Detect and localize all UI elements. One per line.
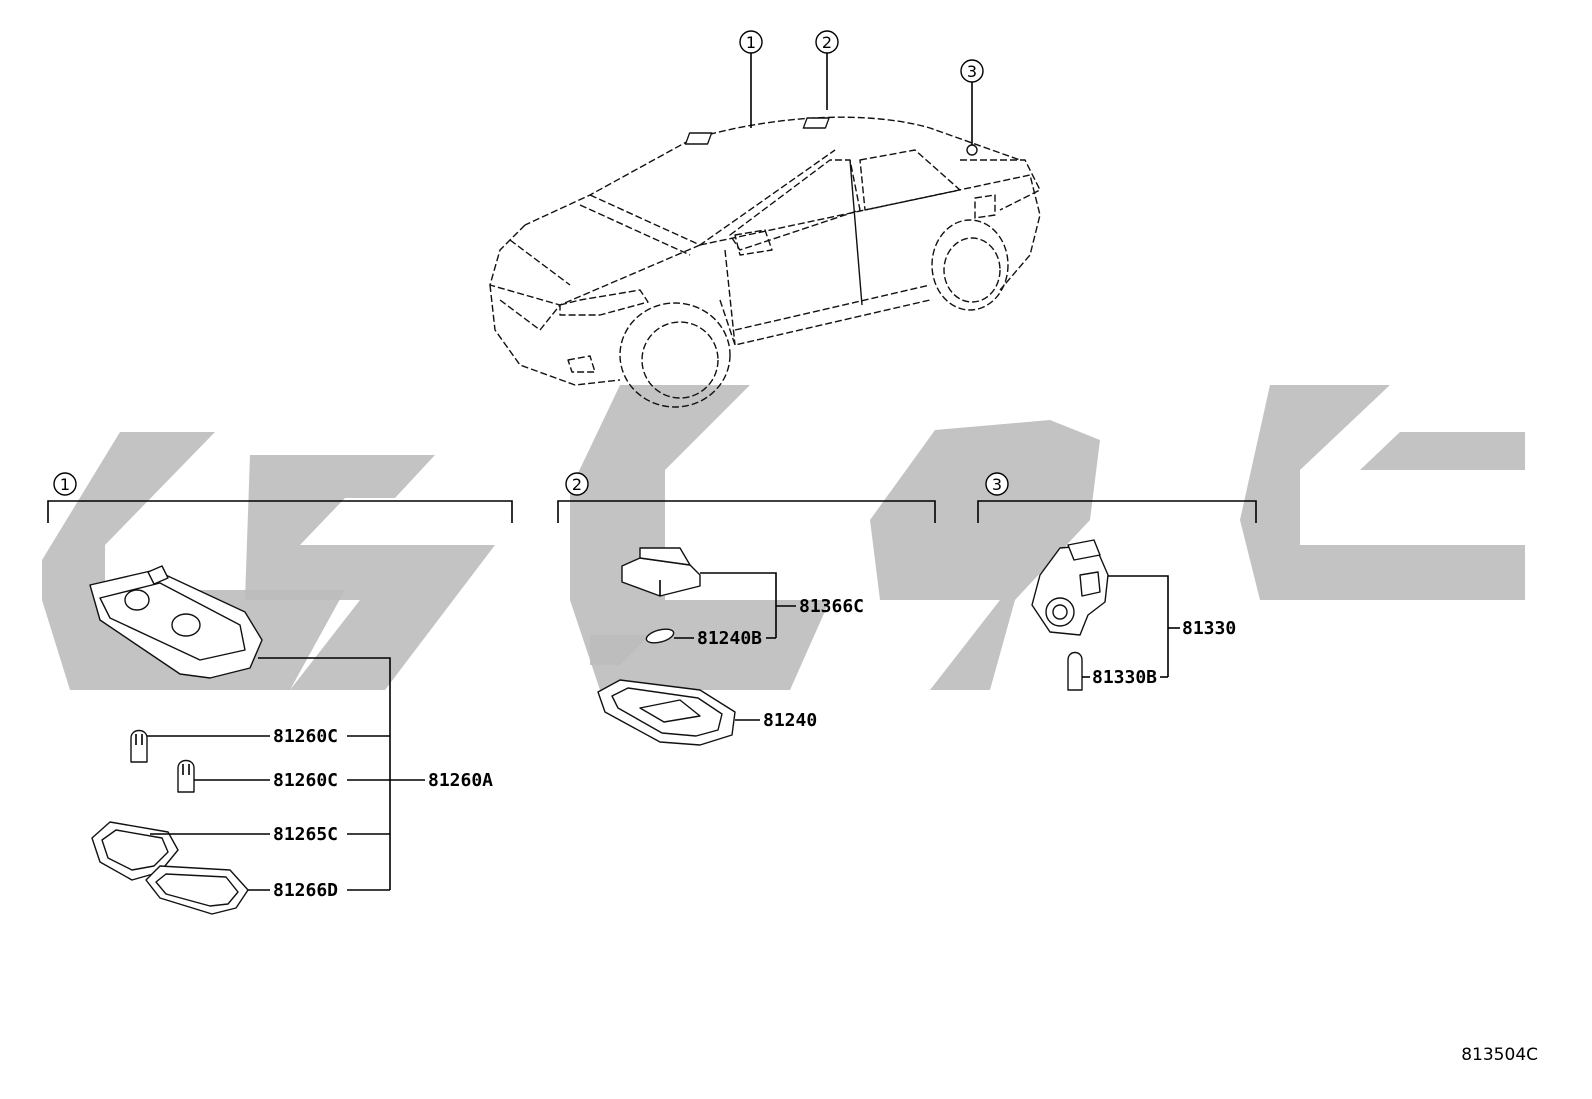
lens-1 xyxy=(91,821,179,881)
bulb-icon xyxy=(177,759,195,793)
car-callout-3: 3 xyxy=(960,59,984,145)
part-number-81265c: 81265C xyxy=(273,824,338,845)
callout-number: 3 xyxy=(967,62,977,81)
part-number-81330b: 81330B xyxy=(1092,667,1157,688)
group-2-parts: 81366C 81240B 81240 xyxy=(597,547,864,746)
lamp-module xyxy=(621,547,701,597)
bulb-icon xyxy=(645,628,675,644)
bulb-icon xyxy=(130,729,148,763)
group-number: 1 xyxy=(60,475,70,494)
part-number-81366c: 81366C xyxy=(799,596,864,617)
callout-number: 2 xyxy=(822,33,832,52)
group-bracket-2: 2 xyxy=(557,472,936,523)
group-number: 3 xyxy=(992,475,1002,494)
roof-lamp-marker-1 xyxy=(684,132,713,145)
part-number-81260c-2: 81260C xyxy=(273,770,338,791)
bulb-icon xyxy=(1067,651,1083,691)
watermark-logo xyxy=(42,385,1525,690)
group-bracket-1: 1 xyxy=(47,472,513,523)
part-number-81240: 81240 xyxy=(763,710,817,731)
group-bracket-3: 3 xyxy=(977,472,1257,523)
lamp-lens xyxy=(597,679,736,746)
lens-2 xyxy=(145,865,249,915)
dome-lamp-housing xyxy=(89,565,263,679)
callout-number: 1 xyxy=(746,33,756,52)
part-number-81330: 81330 xyxy=(1182,618,1236,639)
part-number-81266d: 81266D xyxy=(273,880,338,901)
car-illustration xyxy=(489,116,1041,408)
car-callout-1: 1 xyxy=(739,30,763,128)
trunk-lamp-assembly xyxy=(1031,539,1109,636)
part-number-81260a: 81260A xyxy=(428,770,493,791)
roof-lamp-marker-2 xyxy=(802,117,830,129)
figure-id: 813504C xyxy=(1461,1045,1538,1065)
group-number: 2 xyxy=(572,475,582,494)
part-number-81260c: 81260C xyxy=(273,726,338,747)
group-1-parts: 81260C 81260C 81260A 81265C 81266D xyxy=(89,565,493,915)
group-3-parts: 81330 81330B xyxy=(1031,539,1236,691)
rear-lamp-marker xyxy=(966,144,978,156)
car-callout-2: 2 xyxy=(815,30,839,110)
part-number-81240b: 81240B xyxy=(697,628,762,649)
